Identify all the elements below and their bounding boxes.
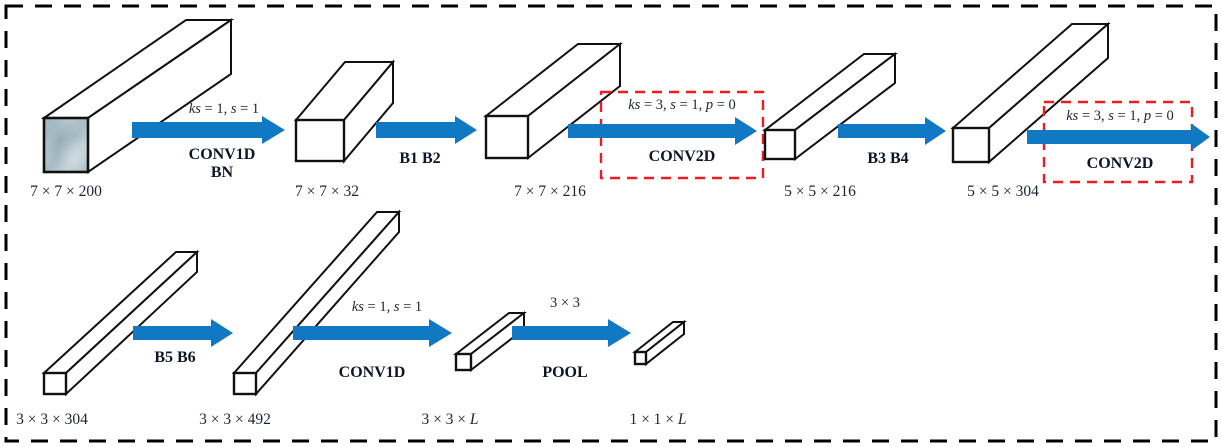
arrow-b3-b4: B3 B4	[838, 117, 946, 167]
param-label-pool: 3 × 3	[550, 295, 580, 311]
block-after-b1b2: 7 × 7 × 216	[483, 41, 623, 200]
arrow-glyph	[1027, 124, 1210, 150]
arrow-glyph	[133, 319, 233, 347]
arrow-b1-b2: B1 B2	[376, 116, 477, 167]
block-after-conv1d-2: 3 × 3 × L	[421, 310, 527, 428]
arrow-b5-b6: B5 B6	[133, 319, 233, 366]
cuboid-front-face	[951, 126, 991, 164]
param-label-conv1d-bn: ks = 1, s = 1	[189, 101, 259, 117]
arrow-conv2d-2: ks = 3, s = 1, p = 0 CONV2D	[1027, 100, 1210, 184]
block-after-pool: 1 × 1 × L	[629, 319, 687, 428]
cuboid-front-face	[454, 352, 473, 372]
cuboid-front-face	[42, 371, 68, 396]
dim-label-after-b5b6: 3 × 3 × 492	[199, 411, 271, 428]
input-texture	[44, 118, 88, 172]
dim-label-after-b1b2: 7 × 7 × 216	[514, 183, 586, 200]
op-label-conv2d-1: CONV2D	[649, 148, 716, 165]
block-after-conv2d-2: 3 × 3 × 304	[16, 249, 200, 428]
param-label-conv2d-1: ks = 3, s = 1, p = 0	[628, 97, 736, 113]
block-after-conv2d-1: 5 × 5 × 216	[762, 51, 898, 200]
op-label-conv1d-2: CONV1D	[339, 364, 406, 381]
param-label-conv1d-2: ks = 1, s = 1	[352, 299, 422, 315]
arrow-glyph	[838, 117, 946, 145]
arrow-glyph	[568, 117, 757, 145]
figure-border	[4, 4, 1218, 443]
arrow-glyph	[293, 319, 452, 347]
arrow-glyph	[376, 116, 477, 144]
dim-label-after-conv2d-1: 5 × 5 × 216	[784, 183, 856, 200]
op-label-b1b2: B1 B2	[399, 150, 440, 167]
cuboid-side-face	[65, 249, 198, 397]
cuboid-front-face	[42, 116, 90, 174]
cuboid-front-face	[232, 371, 258, 396]
dim-label-input: 7 × 7 × 200	[30, 183, 102, 200]
op-label-b3b4: B3 B4	[867, 150, 908, 167]
dim-label-after-b3b4: 5 × 5 × 304	[967, 183, 1039, 200]
dim-label-after-conv1d-2: 3 × 3 × L	[421, 411, 478, 428]
block-input: 7 × 7 × 200	[30, 18, 235, 200]
cuboid-front-face	[484, 114, 530, 160]
op-label-conv1d: CONV1D	[189, 146, 256, 163]
cuboid-top-face	[231, 211, 402, 374]
arrow-pool: 3 × 3 POOL	[512, 295, 631, 381]
arrow-conv1d-2: ks = 1, s = 1 CONV1D	[293, 299, 452, 381]
block-after-conv1d: 7 × 7 × 32	[293, 59, 396, 200]
op-label-conv2d-2: CONV2D	[1087, 155, 1154, 172]
block-after-b5b6: 3 × 3 × 492	[199, 209, 402, 428]
dim-label-after-conv1d: 7 × 7 × 32	[295, 183, 359, 200]
arrow-conv2d-1: ks = 3, s = 1, p = 0 CONV2D	[568, 90, 765, 180]
dim-label-after-conv2d-2: 3 × 3 × 304	[16, 411, 88, 428]
op-label-pool: POOL	[542, 364, 587, 381]
block-after-b3b4: 5 × 5 × 304	[950, 21, 1111, 200]
cuboid-front-face	[633, 350, 648, 366]
arrow-glyph	[132, 116, 285, 144]
dim-label-after-pool: 1 × 1 × L	[629, 411, 686, 428]
arrow-glyph	[512, 319, 631, 347]
param-label-conv2d-2: ks = 3, s = 1, p = 0	[1066, 108, 1174, 124]
arrow-conv1d-bn: ks = 1, s = 1 CONV1D BN	[132, 101, 285, 181]
op-label-b5b6: B5 B6	[154, 349, 195, 366]
cuboid-front-face	[763, 128, 797, 161]
op-label-bn: BN	[211, 164, 234, 181]
cuboid-front-face	[294, 118, 346, 163]
highlight-box-conv2d-1	[599, 90, 765, 180]
